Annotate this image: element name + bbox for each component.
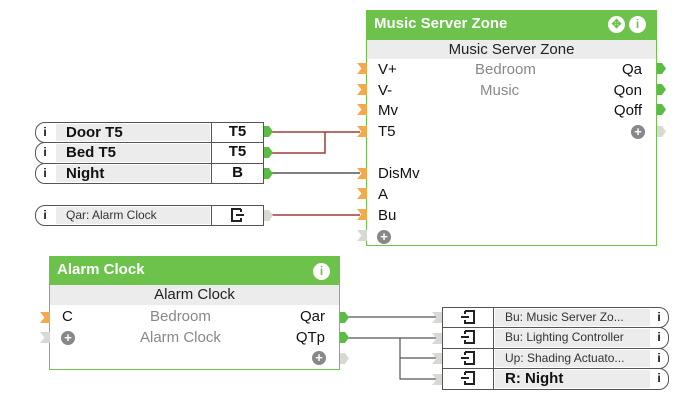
reference-icon-cell (443, 369, 494, 389)
alarm-clock-block[interactable]: Alarm Clock i Alarm Clock C + Bedroom Al… (49, 256, 340, 370)
input-connector-bu-lighting-controller[interactable] (432, 333, 442, 344)
output-label-qar: Qar (299, 308, 325, 325)
reference-value: B (211, 164, 263, 183)
output-connector-night[interactable] (264, 168, 273, 179)
output-connector-qar-alarm-clock[interactable] (264, 210, 273, 221)
input-label-dismv: DisMv (378, 165, 420, 182)
reference-name: Bed T5 (56, 144, 210, 162)
reference-name: Bu: Music Server Zo... (495, 309, 650, 326)
output-connector-qa[interactable] (657, 63, 666, 74)
reference-value: T5 (211, 143, 263, 163)
output-connector-add[interactable] (340, 353, 349, 364)
info-icon[interactable]: i (657, 310, 661, 324)
block-title: Alarm Clock (57, 261, 145, 278)
add-input-icon[interactable]: + (377, 230, 391, 244)
reference-name: Night (56, 165, 210, 182)
block-description-room: Bedroom (475, 61, 536, 78)
input-connector-add[interactable] (40, 332, 50, 343)
block-subtitle: Alarm Clock (50, 285, 339, 305)
reference-name: Bu: Lighting Controller (495, 329, 650, 347)
input-label-v-plus: V+ (378, 61, 397, 78)
info-icon[interactable]: i (43, 125, 47, 139)
input-label-c: C (62, 308, 73, 325)
output-label-qtp: QTp (295, 329, 325, 346)
reference-name: Qar: Alarm Clock (56, 207, 210, 224)
input-connector-bu[interactable] (357, 209, 367, 220)
output-connector-bed-t5[interactable] (264, 147, 273, 158)
info-icon[interactable]: i (313, 263, 330, 280)
block-header[interactable]: Alarm Clock (50, 257, 339, 285)
input-label-bu: Bu (378, 207, 397, 224)
block-subtitle: Music Server Zone (367, 40, 656, 59)
input-reference-bed-t5[interactable]: i Bed T5 T5 (35, 142, 264, 164)
reference-name: Door T5 (56, 124, 210, 141)
add-output-icon[interactable]: + (631, 125, 645, 139)
reference-name: R: Night (495, 370, 650, 388)
info-icon[interactable]: i (43, 166, 47, 180)
move-icon[interactable]: ✥ (608, 16, 625, 33)
input-connector-t5[interactable] (357, 126, 367, 137)
entry-icon (461, 330, 475, 344)
output-connector-add[interactable] (657, 126, 666, 137)
output-connector-qar[interactable] (340, 312, 349, 323)
entry-icon (461, 371, 475, 385)
output-connector-qtp[interactable] (340, 332, 349, 343)
input-reference-night[interactable]: i Night B (35, 163, 264, 184)
input-label-a: A (378, 186, 389, 203)
music-server-zone-block[interactable]: Music Server Zone ✥ i Music Server Zone … (366, 10, 657, 246)
info-icon[interactable]: i (629, 16, 646, 33)
info-icon[interactable]: i (657, 371, 661, 385)
info-icon[interactable]: i (657, 351, 661, 365)
output-reference-bu-lighting-controller[interactable]: Bu: Lighting Controller i (442, 327, 669, 349)
input-label-v-minus: V- (378, 82, 393, 99)
output-reference-up-shading-actuator[interactable]: Up: Shading Actuato... i (442, 348, 669, 369)
block-title: Music Server Zone (374, 15, 508, 32)
reference-name: Up: Shading Actuato... (495, 350, 650, 367)
block-header[interactable]: Music Server Zone (367, 11, 656, 40)
output-connector-qon[interactable] (657, 84, 666, 95)
input-connector-bu-music-server-zone[interactable] (432, 312, 442, 323)
input-connector-up-shading-actuator[interactable] (432, 353, 442, 364)
input-connector-a[interactable] (357, 188, 367, 199)
input-connector-r-night[interactable] (432, 374, 442, 385)
add-output-icon[interactable]: + (312, 351, 326, 365)
input-label-mv: Mv (378, 102, 398, 119)
reference-icon-cell (443, 328, 494, 348)
output-label-qa: Qa (621, 61, 642, 78)
reference-value (211, 206, 263, 225)
input-connector-dismv[interactable] (357, 168, 367, 179)
block-description-category: Music (480, 82, 520, 99)
input-connector-c[interactable] (40, 312, 50, 323)
output-reference-bu-music-server-zone[interactable]: Bu: Music Server Zo... i (442, 307, 669, 328)
exit-icon (230, 208, 244, 222)
output-reference-r-night[interactable]: R: Night i (442, 368, 669, 390)
output-connector-qoff[interactable] (657, 104, 666, 115)
reference-value: T5 (211, 123, 263, 142)
add-input-icon[interactable]: + (61, 331, 75, 345)
wire-qtp-branch[interactable] (399, 338, 436, 380)
output-label-qon: Qon (613, 82, 642, 99)
input-connector-mv[interactable] (357, 104, 367, 115)
info-icon[interactable]: i (43, 145, 47, 159)
input-connector-v-minus[interactable] (357, 84, 367, 95)
entry-icon (461, 351, 475, 365)
wire-bed-t5[interactable] (272, 132, 326, 154)
reference-icon-cell (443, 308, 494, 327)
info-icon[interactable]: i (43, 208, 47, 222)
reference-icon-cell (443, 349, 494, 368)
entry-icon (461, 310, 475, 324)
block-description-room: Bedroom (150, 308, 211, 325)
input-connector-add[interactable] (357, 230, 367, 241)
block-description-category: Alarm Clock (140, 329, 221, 346)
output-label-qoff: Qoff (613, 102, 642, 119)
input-reference-door-t5[interactable]: i Door T5 T5 (35, 122, 264, 143)
input-label-t5: T5 (378, 123, 396, 140)
input-connector-v-plus[interactable] (357, 63, 367, 74)
info-icon[interactable]: i (657, 330, 661, 344)
output-connector-door-t5[interactable] (264, 126, 273, 137)
input-reference-qar-alarm-clock[interactable]: i Qar: Alarm Clock (35, 205, 264, 226)
